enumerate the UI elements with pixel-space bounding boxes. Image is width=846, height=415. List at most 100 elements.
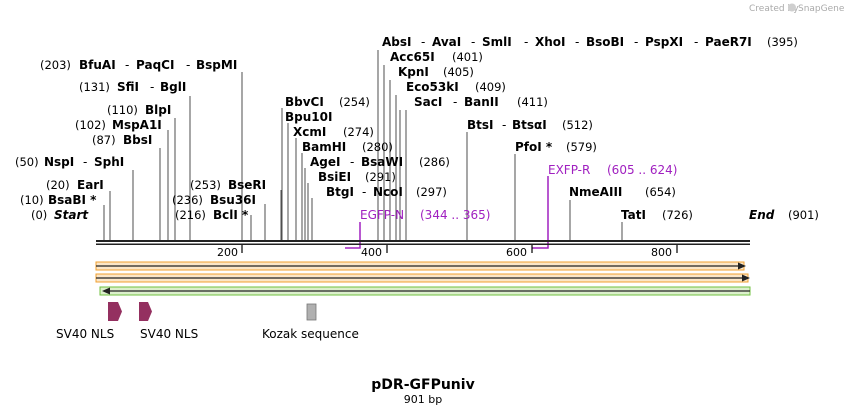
enzyme-bbsi: BbsI [123, 133, 152, 147]
enzyme-tati-pos: (726) [662, 208, 693, 222]
logo-created-by: Created by [749, 4, 799, 14]
enzyme-nspi-pos: (50) [15, 155, 39, 169]
feature-sv40-nls-2: SV40 NLS [140, 327, 198, 341]
primer-egfp-n-arrow [345, 222, 361, 249]
enzyme-bbsi-pos: (87) [92, 133, 116, 147]
enzyme-xcmi-pos: (274) [343, 125, 374, 139]
enzyme-bsawi-pos: (286) [419, 155, 450, 169]
primer-exfp-r-arrow [532, 176, 549, 249]
enzyme-labels: (0) Start (10) BsaBI * (20) EarI (50) Ns… [15, 35, 819, 222]
separator: - [150, 80, 154, 94]
start-pos: (0) [31, 208, 47, 222]
enzyme-banii-pos: (411) [517, 95, 548, 109]
feature-kozak-sequence: Kozak sequence [262, 327, 359, 341]
features: SV40 NLS SV40 NLS Kozak sequence [56, 302, 359, 341]
separator: - [186, 58, 190, 72]
enzyme-paer7i: PaeR7I [705, 35, 752, 49]
enzyme-sphi: SphI [94, 155, 124, 169]
separator: - [694, 35, 698, 49]
primer-egfp-n-range: (344 .. 365) [420, 208, 490, 222]
separator: - [421, 35, 425, 49]
enzyme-bamhi: BamHI [302, 140, 346, 154]
enzyme-btsai-pos: (512) [562, 118, 593, 132]
enzyme-bseri-pos: (253) [190, 178, 221, 192]
separator: - [502, 118, 506, 132]
feature-sv40-nls-2-arrow [139, 302, 152, 321]
enzyme-acc65i: Acc65I [390, 50, 435, 64]
backbone-bottom-strand [96, 243, 750, 245]
tick-label-200: 200 [217, 246, 238, 259]
enzyme-bgli: BglI [160, 80, 186, 94]
enzyme-bsabi: BsaBI * [48, 193, 97, 207]
enzyme-tati: TatI [621, 208, 646, 222]
enzyme-kpni: KpnI [398, 65, 429, 79]
sequence-backbone [96, 240, 750, 245]
ruler: 200 400 600 800 [217, 245, 678, 259]
separator: - [125, 58, 129, 72]
enzyme-eari-pos: (20) [46, 178, 70, 192]
enzyme-bfuai: BfuAI [79, 58, 116, 72]
separator: - [524, 35, 528, 49]
orf-forward-1-arrowhead [738, 262, 746, 270]
separator: - [362, 185, 366, 199]
enzyme-nmeaiii-pos: (654) [645, 185, 676, 199]
feature-sv40-nls-1: SV40 NLS [56, 327, 114, 341]
separator: - [83, 155, 87, 169]
enzyme-btgi: BtgI [326, 185, 354, 199]
enzyme-acc65i-pos: (401) [452, 50, 483, 64]
enzyme-mspa1i: MspA1I [112, 118, 162, 132]
enzyme-bbvci: BbvCI [285, 95, 324, 109]
separator: - [453, 95, 457, 109]
start-label: Start [54, 208, 89, 222]
backbone-top-strand [96, 240, 750, 242]
orf-arrows [95, 261, 751, 296]
enzyme-bbvci-pos: (254) [339, 95, 370, 109]
orf-forward-2-arrowhead [742, 274, 750, 282]
enzyme-bsiei-pos: (291) [365, 170, 396, 184]
enzyme-paqci: PaqCI [136, 58, 174, 72]
logo-brand: SnapGene [798, 4, 845, 14]
tick-label-800: 800 [651, 246, 672, 259]
enzyme-smli: SmlI [482, 35, 512, 49]
enzyme-leader-lines [103, 50, 623, 240]
enzyme-sfii-pos: (131) [79, 80, 110, 94]
enzyme-xhoi: XhoI [535, 35, 566, 49]
enzyme-sfii: SfiI [117, 80, 139, 94]
enzyme-saci: SacI [414, 95, 442, 109]
enzyme-blpi-pos: (110) [107, 103, 138, 117]
enzyme-bspmi: BspMI [196, 58, 237, 72]
primers: EGFP-N (344 .. 365) EXFP-R (605 .. 624) [345, 163, 677, 249]
enzyme-bcli-pos: (216) [175, 208, 206, 222]
end-pos: (901) [788, 208, 819, 222]
separator: - [471, 35, 475, 49]
enzyme-bsabi-pos: (10) [20, 193, 44, 207]
enzyme-absi: AbsI [382, 35, 411, 49]
enzyme-btsi: BtsI [467, 118, 494, 132]
orf-reverse-arrowhead [102, 287, 110, 295]
enzyme-ncoi: NcoI [373, 185, 403, 199]
separator: - [575, 35, 579, 49]
enzyme-xcmi: XcmI [293, 125, 326, 139]
enzyme-bsawi: BsaWI [361, 155, 403, 169]
enzyme-pfoi: PfoI * [515, 140, 553, 154]
tick-label-400: 400 [361, 246, 382, 259]
snapgene-logo: Created by SnapGene [749, 3, 845, 14]
enzyme-kpni-pos: (405) [443, 65, 474, 79]
enzyme-eari: EarI [77, 178, 104, 192]
enzyme-bsobi: BsoBI [586, 35, 624, 49]
enzyme-banii: BanII [464, 95, 499, 109]
enzyme-btsai: BtsαI [512, 118, 547, 132]
primer-exfp-r-range: (605 .. 624) [607, 163, 677, 177]
enzyme-ncoi-pos: (297) [416, 185, 447, 199]
enzyme-mspa1i-pos: (102) [75, 118, 106, 132]
enzyme-bpu10i: Bpu10I [285, 110, 332, 124]
feature-kozak-box [306, 303, 317, 321]
enzyme-eco53ki-pos: (409) [475, 80, 506, 94]
end-label: End [749, 208, 775, 222]
tick-label-600: 600 [506, 246, 527, 259]
enzyme-agei: AgeI [310, 155, 340, 169]
enzyme-bsu36i-pos: (236) [172, 193, 203, 207]
primer-egfp-n: EGFP-N [360, 208, 404, 222]
snapgene-logo-icon [788, 3, 796, 12]
